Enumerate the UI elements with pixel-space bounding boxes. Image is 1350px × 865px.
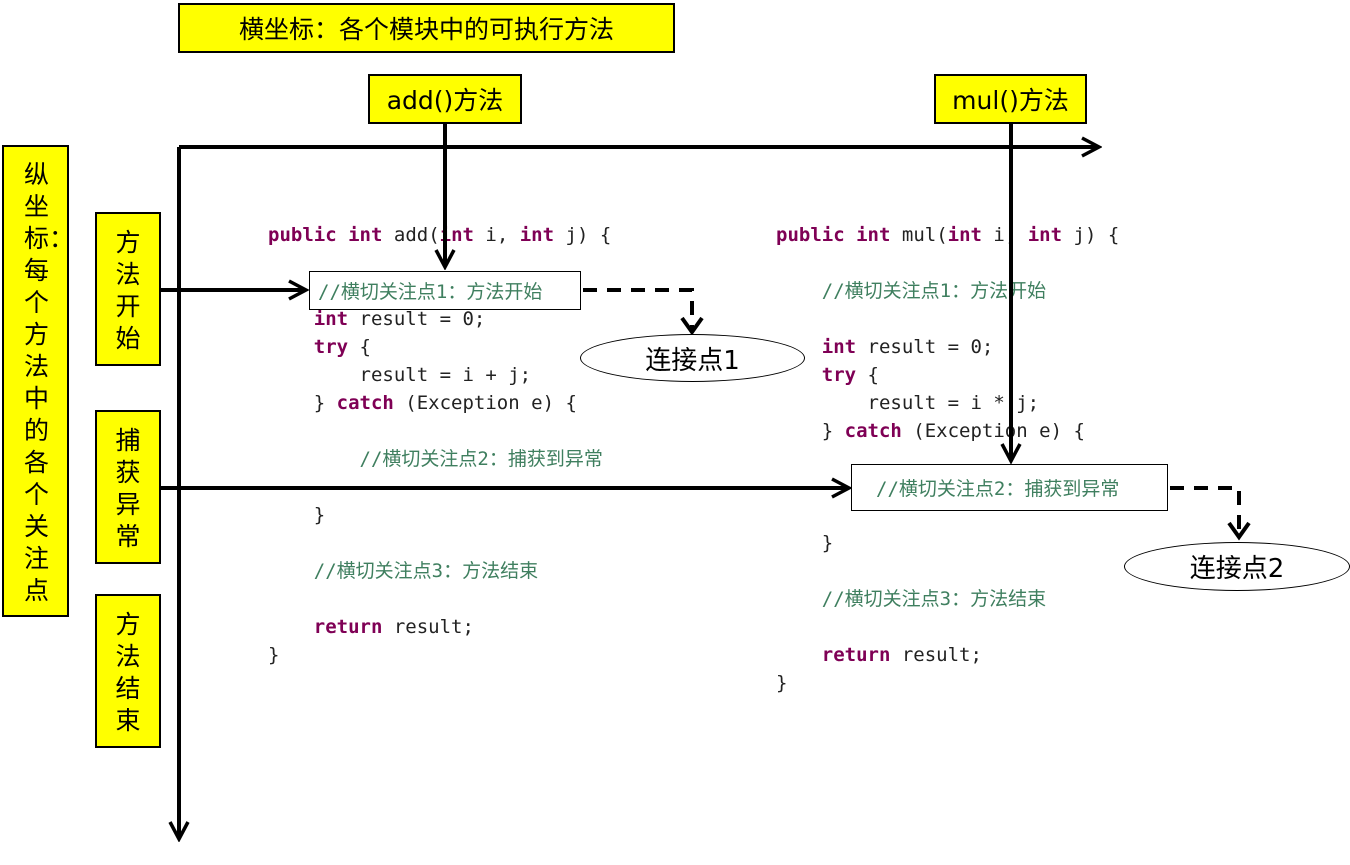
keyword: int <box>947 224 982 246</box>
code-comment: //横切关注点1：方法开始 <box>821 280 1047 302</box>
code-text: } <box>313 504 326 526</box>
horizontal-axis-title: 横坐标：各个模块中的可执行方法 <box>178 3 675 53</box>
code-comment: //横切关注点2：捕获到异常 <box>359 448 603 470</box>
add-method-code: public int add(int i, int j) { int resul… <box>268 221 611 669</box>
keyword: int <box>1027 224 1063 246</box>
code-text: result; <box>382 616 474 638</box>
join-point-1: 连接点1 <box>580 334 805 382</box>
method-name: add( <box>393 224 440 246</box>
keyword: int <box>439 224 474 246</box>
join-point-2: 连接点2 <box>1124 542 1350 591</box>
keyword: return <box>821 644 891 666</box>
keyword: public <box>268 224 337 246</box>
mul-join-point-comment: //横切关注点2：捕获到异常 <box>851 464 1168 511</box>
keyword: catch <box>336 392 394 414</box>
join-point-2-connector <box>1170 486 1241 535</box>
keyword: try <box>313 336 349 358</box>
code-text: } <box>268 644 280 666</box>
code-text: j) { <box>1062 224 1120 246</box>
concern-method-start: 方法开始 <box>95 212 161 366</box>
add-method-label: add()方法 <box>368 74 522 124</box>
join-point-1-connector <box>583 288 694 330</box>
code-text: } <box>313 392 337 414</box>
concern-method-end: 方法结束 <box>95 594 161 748</box>
code-text: i, <box>473 224 520 246</box>
code-comment: //横切关注点3：方法结束 <box>821 588 1047 610</box>
join-point-1-arrowhead <box>680 316 704 336</box>
code-text: result = 0; <box>856 336 994 358</box>
keyword: int <box>821 336 857 358</box>
vertical-axis-title: 纵坐标：每个方法中的各个关注点 <box>2 145 74 617</box>
concern-catch-exception: 捕获异常 <box>95 410 161 564</box>
mul-method-label: mul()方法 <box>934 74 1087 124</box>
code-text: j) { <box>554 224 612 246</box>
keyword: return <box>313 616 383 638</box>
keyword: try <box>821 364 857 386</box>
method-name: mul( <box>901 224 948 246</box>
code-comment: //横切关注点3：方法结束 <box>313 560 539 582</box>
keyword: catch <box>844 420 902 442</box>
keyword: int <box>313 308 349 330</box>
join-point-2-arrowhead <box>1227 521 1251 541</box>
code-text: } <box>776 672 788 694</box>
code-text: result; <box>890 644 982 666</box>
mul-method-code: public int mul(int i, int j) { //横切关注点1：… <box>776 221 1119 697</box>
keyword: public <box>776 224 845 246</box>
add-join-point-comment: //横切关注点1：方法开始 <box>309 271 581 310</box>
code-text: result = 0; <box>348 308 486 330</box>
keyword: int <box>856 224 891 246</box>
code-text: { <box>348 336 371 358</box>
keyword: int <box>519 224 555 246</box>
code-text: result = i + j; <box>359 364 532 386</box>
code-text: } <box>821 532 834 554</box>
code-text: (Exception e) { <box>393 392 577 414</box>
code-text: } <box>821 420 845 442</box>
code-text: { <box>856 364 879 386</box>
keyword: int <box>348 224 383 246</box>
code-text: result = i * j; <box>867 392 1040 414</box>
code-text: (Exception e) { <box>901 420 1085 442</box>
